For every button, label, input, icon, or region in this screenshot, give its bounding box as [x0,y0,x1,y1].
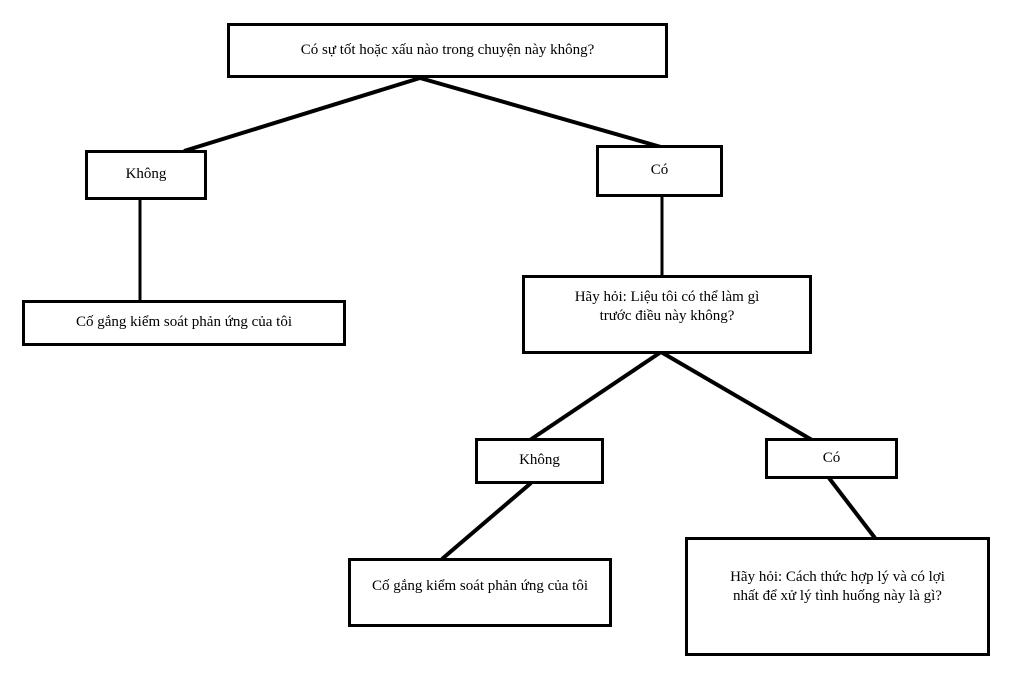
node-action-control-reaction-2-label: Cố gắng kiểm soát phản ứng của tôi [371,578,588,594]
node-answer-no-level1[interactable]: Không [85,150,207,200]
node-answer-no-level2[interactable]: Không [475,438,604,484]
edge-ask1-to-yes2 [659,350,814,442]
node-answer-no-level2-label: Không [519,452,560,469]
node-answer-no-level1-label: Không [125,166,167,183]
edge-no2-to-control2 [440,481,533,561]
node-question-best-way-to-handle-label: Hãy hỏi: Cách thức hợp lý và có lợi nhất… [730,569,945,605]
node-answer-yes-level1-label: Có [650,162,669,179]
node-question-can-i-do-something-label: Hãy hỏi: Liệu tôi có thể làm gì trước đi… [574,289,760,325]
node-answer-yes-level1[interactable]: Có [596,145,723,197]
node-answer-yes-level2-label: Có [822,449,841,466]
edge-yes2-to-ask2 [827,476,877,540]
edge-root-to-yes1 [419,76,662,149]
node-root-label: Có sự tốt hoặc xấu nào trong chuyện này … [300,41,595,58]
node-question-can-i-do-something[interactable]: Hãy hỏi: Liệu tôi có thể làm gì trước đi… [522,275,812,354]
node-action-control-reaction-1[interactable]: Cố gắng kiểm soát phản ứng của tôi [22,300,346,346]
edge-root-to-no1 [183,76,421,153]
edge-ask1-to-no2 [528,350,663,442]
node-question-best-way-to-handle[interactable]: Hãy hỏi: Cách thức hợp lý và có lợi nhất… [685,537,990,656]
node-root-question[interactable]: Có sự tốt hoặc xấu nào trong chuyện này … [227,23,668,78]
node-action-control-reaction-1-label: Cố gắng kiểm soát phản ứng của tôi [75,314,292,331]
node-answer-yes-level2[interactable]: Có [765,438,898,479]
node-action-control-reaction-2[interactable]: Cố gắng kiểm soát phản ứng của tôi [348,558,612,627]
